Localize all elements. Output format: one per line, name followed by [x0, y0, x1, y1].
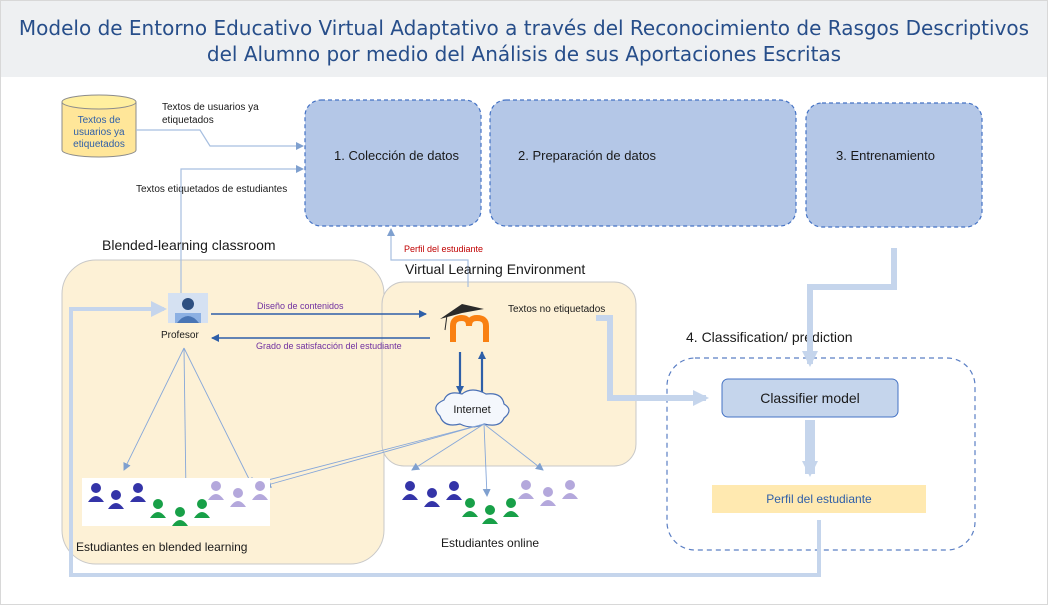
unlabeled-to-classifier-arrow [596, 315, 709, 406]
labeled-users-label-line2: etiquetados [162, 115, 214, 126]
student-profile-arrow-label: Perfil del estudiante [404, 244, 483, 254]
classroom-students-panel [82, 478, 270, 526]
database-icon [61, 94, 137, 158]
content-design-label: Diseño de contenidos [257, 301, 344, 311]
satisfaction-label: Grado de satisfacción del estudiante [256, 341, 402, 351]
feedback-loop-arrow [69, 301, 821, 577]
vle-title: Virtual Learning Environment [405, 261, 585, 277]
classifier-model-box[interactable] [721, 378, 899, 418]
labeled-students-label: Textos etiquetados de estudiantes [136, 184, 287, 195]
student-profile-box[interactable] [712, 485, 926, 513]
step2-label: 2. Preparación de datos [518, 148, 657, 163]
database-label-line3: etiquetados [73, 139, 125, 150]
classroom-students-caption: Estudiantes en blended learning [76, 540, 247, 554]
page-title: Modelo de Entorno Educativo Virtual Adap… [1, 15, 1047, 67]
title-bar: Modelo de Entorno Educativo Virtual Adap… [1, 1, 1047, 77]
step2-box[interactable] [489, 99, 797, 227]
title-line-2: del Alumno por medio del Análisis de sus… [206, 42, 842, 66]
step1-label: 1. Colección de datos [334, 148, 460, 163]
online-students-caption: Estudiantes online [441, 536, 539, 550]
moodle-logo-icon [440, 304, 489, 342]
database-label-line2: usuarios ya [73, 127, 125, 138]
student-profile-label: Perfil del estudiante [766, 492, 872, 506]
vle-to-collection-arrow [387, 228, 469, 287]
step1-box[interactable] [304, 99, 482, 227]
online-students-icons [402, 480, 578, 524]
teacher-icon [168, 293, 208, 323]
teacher-to-collection-arrow [180, 165, 304, 293]
classroom-title: Blended-learning classroom [102, 237, 276, 253]
database-label-line1: Textos de [78, 115, 121, 126]
classifier-model-label: Classifier model [760, 390, 860, 406]
cloud-icon [435, 389, 510, 428]
unlabeled-texts-label: Textos no etiquetados [508, 304, 605, 315]
labeled-users-label-line1: Textos de usuarios ya [162, 102, 259, 113]
db-to-collection-arrow [136, 129, 304, 150]
internet-label: Internet [453, 404, 490, 416]
training-to-classifier-arrow [802, 248, 897, 367]
teacher-student-links [123, 347, 253, 496]
teacher-label: Profesor [161, 330, 199, 341]
step3-box[interactable] [805, 102, 983, 228]
step3-label: 3. Entrenamiento [836, 148, 935, 163]
title-line-1: Modelo de Entorno Educativo Virtual Adap… [18, 16, 1030, 40]
classroom-students-icons [88, 481, 268, 526]
classification-title: 4. Classification/ prediction [686, 329, 853, 345]
